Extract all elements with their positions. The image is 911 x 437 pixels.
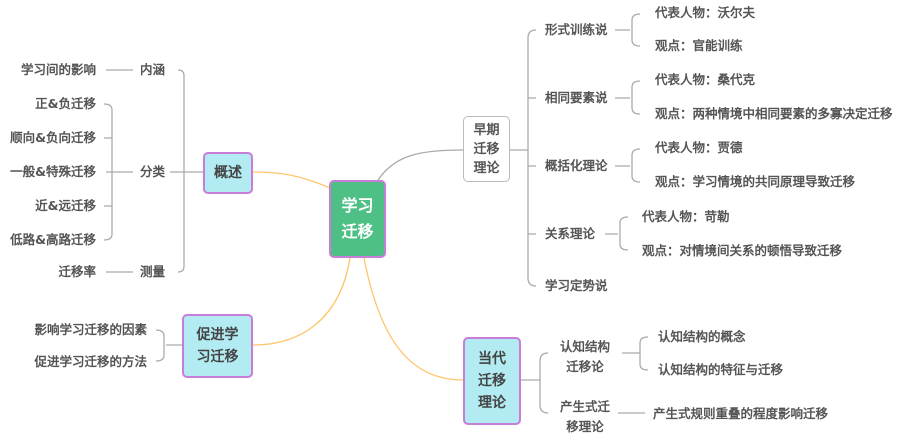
subtopic-line: 移理论 — [566, 419, 604, 434]
topic-overview[interactable]: 概述 — [203, 152, 253, 194]
leaf-item[interactable]: 代表人物：沃尔夫 — [655, 5, 756, 20]
topic-modern-line3: 理论 — [478, 395, 506, 411]
topic-early-line2: 迁移 — [473, 141, 500, 157]
leaf-item[interactable]: 认知结构的特征与迁移 — [658, 362, 784, 377]
topic-modern-theories[interactable]: 当代 迁移 理论 — [463, 337, 521, 425]
link-center-promote — [252, 257, 351, 346]
topic-overview-label: 概述 — [214, 165, 242, 181]
topic-early-theories[interactable]: 早期 迁移 理论 — [463, 116, 510, 182]
subtopic-line: 认知结构 — [559, 339, 610, 354]
topic-modern-line2: 迁移 — [478, 373, 506, 389]
subtopic-neihan[interactable]: 内涵 — [140, 62, 166, 77]
link-renzhi — [622, 336, 649, 371]
link-modern-trunk — [521, 352, 549, 414]
subtopic-theory[interactable]: 相同要素说 — [545, 90, 608, 105]
leaf-item[interactable]: 观点：官能训练 — [655, 38, 743, 53]
topic-promote-transfer[interactable]: 促进学 习迁移 — [182, 314, 253, 378]
topic-modern-line1: 当代 — [478, 351, 506, 367]
link-promote-bracket — [155, 329, 182, 362]
link-center-overview — [252, 171, 331, 189]
leaf-item[interactable]: 促进学习迁移的方法 — [34, 354, 147, 369]
leaf-item[interactable]: 代表人物：贾德 — [655, 140, 743, 155]
leaf-item[interactable]: 低路&高路迁移 — [10, 232, 96, 247]
link-overview-bracket — [170, 69, 203, 273]
leaf-item[interactable]: 影响学习迁移的因素 — [34, 322, 147, 337]
subtopic-line: 产生式迁 — [559, 399, 610, 414]
central-topic-line1: 学习 — [341, 196, 374, 215]
leaf-item[interactable]: 近&远迁移 — [35, 198, 96, 213]
link-early-trunk — [510, 29, 537, 287]
leaf-item[interactable]: 迁移率 — [58, 264, 96, 279]
leaf-item[interactable]: 代表人物：桑代克 — [655, 72, 756, 87]
leaf-item[interactable]: 代表人物：苛勒 — [642, 209, 730, 224]
leaf-item[interactable]: 观点：对情境间关系的顿悟导致迁移 — [642, 243, 843, 258]
subtopic-cognitive-structure[interactable]: 认知结构 迁移论 — [553, 337, 617, 377]
leaf-item[interactable]: 产生式规则重叠的程度影响迁移 — [653, 406, 829, 421]
link-xingshi — [615, 13, 641, 47]
topic-promote-line2: 习迁移 — [196, 349, 239, 365]
subtopic-theory[interactable]: 概括化理论 — [545, 158, 608, 173]
subtopic-theory[interactable]: 学习定势说 — [545, 278, 608, 293]
leaf-item[interactable]: 正&负迁移 — [35, 96, 96, 111]
subtopic-theory[interactable]: 关系理论 — [545, 226, 596, 241]
topic-early-line3: 理论 — [473, 160, 500, 176]
subtopic-celiang[interactable]: 测量 — [140, 264, 166, 279]
leaf-item[interactable]: 一般&特殊迁移 — [10, 164, 96, 179]
leaf-item[interactable]: 顺向&负向迁移 — [10, 130, 96, 145]
leaf-item[interactable]: 学习间的影响 — [20, 62, 96, 77]
link-center-early — [377, 149, 464, 181]
central-topic-line2: 迁移 — [341, 222, 374, 241]
subtopic-production[interactable]: 产生式迁 移理论 — [553, 397, 617, 437]
leaf-item[interactable]: 观点：学习情境的共同原理导致迁移 — [655, 174, 856, 189]
topic-early-line1: 早期 — [473, 122, 500, 138]
link-fenlei-bracket — [103, 103, 113, 241]
leaf-item[interactable]: 观点：两种情境中相同要素的多寡决定迁移 — [655, 106, 893, 121]
link-guanxi — [605, 216, 629, 251]
subtopic-theory[interactable]: 形式训练说 — [545, 22, 608, 37]
central-topic[interactable]: 学习 迁移 — [329, 180, 386, 258]
topic-promote-line1: 促进学 — [196, 327, 239, 343]
link-gaikuo — [615, 148, 641, 183]
link-xiangtong — [615, 80, 641, 115]
subtopic-fenlei[interactable]: 分类 — [140, 164, 166, 179]
link-center-modern — [363, 257, 464, 381]
subtopic-line: 迁移论 — [566, 359, 604, 374]
leaf-item[interactable]: 认知结构的概念 — [658, 329, 746, 344]
